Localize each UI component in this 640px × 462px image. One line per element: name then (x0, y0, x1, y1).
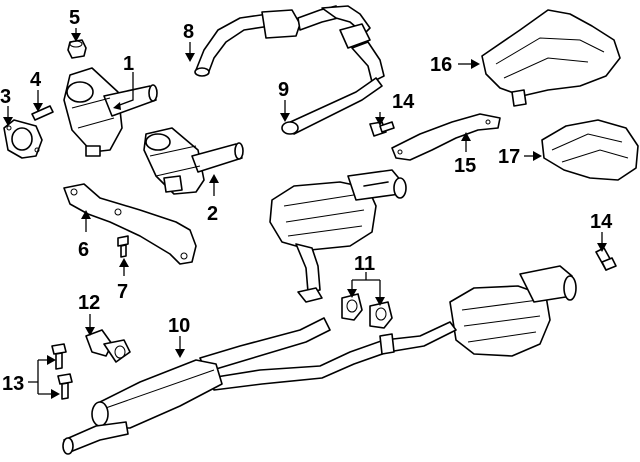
callout-10-label: 10 (168, 315, 190, 337)
callout-14-lower: 14 (590, 211, 613, 252)
callout-8: 8 (183, 21, 195, 62)
part-5-cap (67, 39, 87, 59)
part-1-catalytic-converter (63, 67, 158, 157)
callout-12-label: 12 (78, 292, 100, 314)
part-11-hangers (341, 293, 393, 329)
part-3-gasket (3, 119, 43, 159)
part-12-clamp (85, 329, 131, 363)
callout-13: 13 (2, 355, 60, 399)
callout-8-label: 8 (183, 21, 194, 43)
callout-3: 3 (0, 86, 13, 126)
part-16-heat-shield (481, 9, 621, 107)
callout-4-label: 4 (30, 69, 42, 91)
callout-9-label: 9 (278, 79, 289, 101)
callout-2: 2 (207, 174, 219, 225)
callout-6-label: 6 (78, 239, 89, 261)
callout-9: 9 (278, 79, 290, 122)
part-4-stud (31, 105, 54, 121)
callout-15: 15 (454, 132, 476, 177)
callout-5: 5 (69, 7, 81, 42)
callout-2-label: 2 (207, 203, 218, 225)
callout-3-label: 3 (0, 86, 11, 108)
callout-7-label: 7 (117, 281, 128, 303)
callout-11: 11 (347, 253, 385, 306)
part-9-clamp-pipe (281, 77, 383, 135)
part-15-bracket (391, 113, 501, 161)
callout-16-label: 16 (430, 54, 452, 76)
intermediate-pipes (199, 287, 457, 391)
part-13-bolts (51, 343, 73, 400)
part-10-front-muffler (62, 359, 223, 455)
callout-16: 16 (430, 54, 480, 76)
part-14-bolt-upper (369, 121, 395, 137)
part-14-bolt-lower (595, 247, 617, 271)
callout-10: 10 (168, 315, 190, 358)
callout-5-label: 5 (69, 7, 80, 29)
callout-13-label: 13 (2, 373, 24, 395)
callout-1: 1 (113, 53, 134, 110)
part-2-catalytic-converter (143, 127, 244, 195)
part-17-heat-shield (541, 119, 639, 181)
callout-6: 6 (78, 210, 91, 261)
callout-14-upper-label: 14 (392, 91, 415, 113)
part-7-bolt (117, 235, 129, 258)
callout-11-label: 11 (354, 253, 375, 275)
part-6-bracket (63, 183, 197, 265)
callout-4: 4 (30, 69, 43, 112)
callout-17: 17 (498, 146, 542, 168)
upper-rear-muffler (269, 169, 407, 293)
callout-14-upper: 14 (375, 91, 415, 126)
callout-17-label: 17 (498, 146, 520, 168)
callout-14-lower-label: 14 (590, 211, 613, 233)
callout-7: 7 (117, 258, 129, 303)
lower-rear-muffler (449, 265, 577, 357)
part-8-front-pipe (194, 5, 385, 83)
callout-1-label: 1 (123, 53, 134, 75)
callout-15-label: 15 (454, 155, 476, 177)
callout-12: 12 (78, 292, 100, 336)
